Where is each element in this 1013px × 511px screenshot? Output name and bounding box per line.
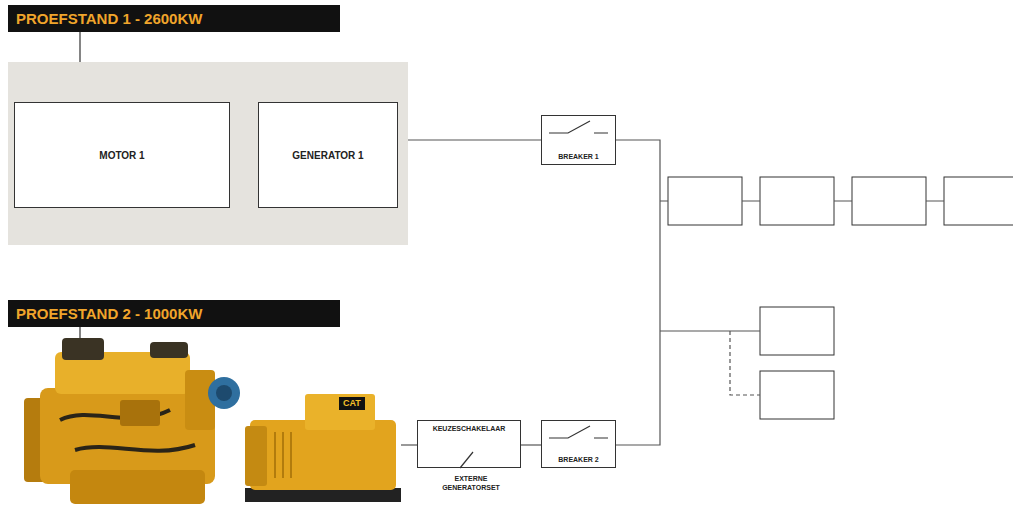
wire [660,330,760,331]
load-box [668,177,742,225]
engine-turbo [216,385,232,401]
test-bench-banner: PROEFSTAND 2 - 1000KW [8,300,340,327]
generator-box: GENERATOR 1 [258,102,398,208]
generator-vent [275,432,291,478]
switch-symbol [549,121,608,133]
breaker-label: BREAKER 1 [558,153,598,160]
selector-switch-box: KEUZESCHAKELAAREXTERNE GENERATORSET [417,420,521,468]
generator-terminal-box [305,394,375,430]
load-box [944,177,1013,225]
engine-illustration [24,338,240,504]
breaker-box: BREAKER 2 [541,420,616,468]
engine-part [62,338,104,360]
generator-base [245,488,401,502]
wire [660,200,944,201]
switch-symbol [460,452,473,468]
wire [401,444,417,445]
switch-note: EXTERNE GENERATORSET [428,475,514,493]
motor-box: MOTOR 1 [14,102,230,208]
wire-connector [521,444,541,445]
switch-label: KEUZESCHAKELAAR [433,425,506,432]
bench-title: PROEFSTAND 2 - 1000KW [16,300,202,327]
test-bench-panel: PROEFSTAND 1 - 2600KWMOTOR 1GENERATOR 1 [8,62,408,245]
engine-part [150,342,188,358]
generator-body [250,420,396,490]
load-box [852,177,926,225]
engine-part [120,400,160,426]
box-label: GENERATOR 1 [292,150,363,161]
wire-connector [616,140,660,445]
box-label: MOTOR 1 [99,150,144,161]
bench-title: PROEFSTAND 1 - 2600KW [8,5,340,32]
generator-illustration [245,394,401,502]
engine-turbo [208,377,240,409]
generator-end [245,426,267,486]
switch-symbol [549,426,608,438]
dashed-wire [730,331,760,395]
engine-oil-pan [70,470,205,504]
load-box [760,307,834,355]
breaker-box: BREAKER 1 [541,115,616,165]
brand-logo: CAT [339,397,365,410]
breaker-label: BREAKER 2 [558,456,598,463]
load-box [760,177,834,225]
load-box [760,371,834,419]
wire-connector [398,139,541,140]
leader-line [79,32,80,62]
